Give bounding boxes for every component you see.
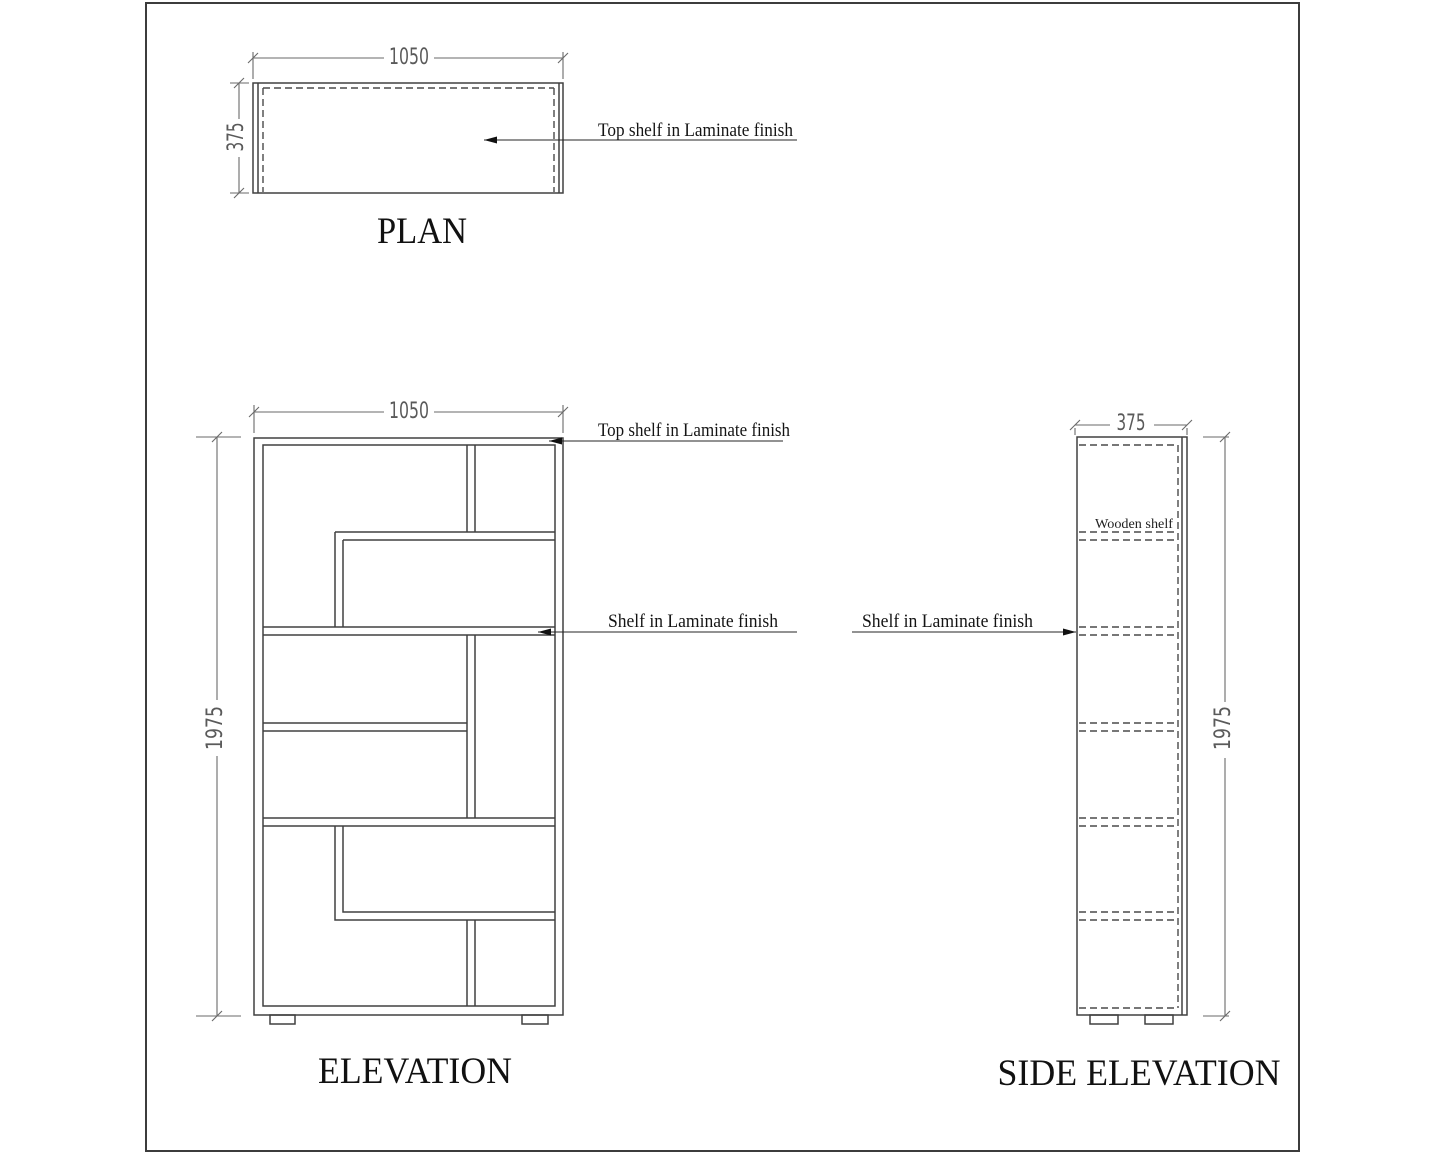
plan-annotation: Top shelf in Laminate finish <box>598 120 793 141</box>
side-elevation-label: SIDE ELEVATION <box>998 1053 1281 1094</box>
arrow-left-icon <box>484 136 497 144</box>
elevation-shelf-half <box>263 722 467 732</box>
side-hidden-shelf-4 <box>1079 817 1178 827</box>
elevation-divider-top <box>466 445 476 532</box>
side-hidden-shelf-3 <box>1079 722 1178 732</box>
arrow-left-icon <box>538 628 551 636</box>
side-outline <box>1076 436 1188 1016</box>
elevation-inner-outline <box>262 444 556 1007</box>
elevation-divider-middle <box>466 635 476 818</box>
elevation-width-dimension: 1050 <box>389 399 429 424</box>
plan-outline <box>252 82 564 194</box>
elevation-width-dimension-lines <box>248 405 569 433</box>
side-foot-left <box>1089 1014 1119 1025</box>
plan-view: 1050 375 Top shelf in Laminate finish PL… <box>224 45 797 252</box>
side-hidden-shelf-5 <box>1079 911 1178 921</box>
plan-width-dimension: 1050 <box>389 45 429 70</box>
plan-width-dimension-lines <box>247 52 569 79</box>
elevation-height-dimension: 1975 <box>203 706 228 750</box>
side-hidden-shelf-2 <box>1079 626 1178 636</box>
elevation-shelf-upper-step <box>334 531 555 627</box>
elevation-outline <box>253 437 564 1016</box>
sheet-border <box>145 2 1300 1152</box>
elevation-shelf-lower-step <box>334 826 555 921</box>
elevation-view: 1050 1975 Top shelf in Laminate finish S… <box>196 399 797 1092</box>
arrow-left-icon <box>549 437 562 445</box>
plan-depth-dimension: 375 <box>224 123 249 152</box>
elevation-foot-right <box>521 1014 549 1025</box>
elevation-height-dimension-lines <box>196 431 241 1022</box>
plan-label: PLAN <box>377 211 467 252</box>
side-wooden-shelf-note: Wooden shelf <box>1095 517 1173 532</box>
elevation-top-annotation: Top shelf in Laminate finish <box>598 420 790 441</box>
plan-depth-dimension-lines <box>230 77 249 199</box>
elevation-label: ELEVATION <box>318 1051 512 1092</box>
side-depth-dimension: 375 <box>1117 411 1146 436</box>
elevation-shelf-lower <box>263 817 555 827</box>
side-depth-dimension-lines <box>1069 419 1193 435</box>
side-shelf-annotation: Shelf in Laminate finish <box>862 611 1033 632</box>
elevation-shelf-middle <box>263 626 555 636</box>
elevation-foot-left <box>269 1014 296 1025</box>
side-height-dimension-lines <box>1203 431 1231 1022</box>
side-foot-right <box>1144 1014 1174 1025</box>
elevation-divider-bottom <box>466 920 476 1006</box>
side-hidden-shelf-1 <box>1079 531 1178 541</box>
side-elevation-view: Wooden shelf 375 1975 Shelf in Laminate … <box>852 411 1281 1094</box>
elevation-shelf-annotation: Shelf in Laminate finish <box>608 611 778 632</box>
side-height-dimension: 1975 <box>1211 706 1236 750</box>
arrow-right-icon <box>1063 628 1076 636</box>
